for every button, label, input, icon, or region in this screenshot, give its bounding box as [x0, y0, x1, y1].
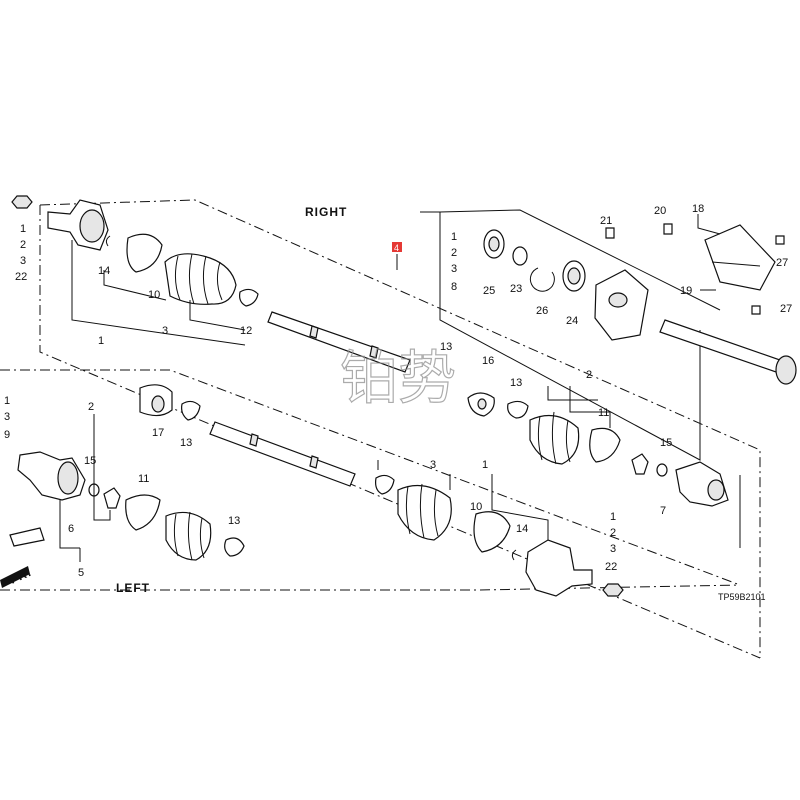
- callout-10: 10: [148, 289, 160, 301]
- callout-3: 3: [162, 325, 168, 337]
- inset-label-3: 3: [451, 263, 457, 275]
- callout-15-lower: 15: [660, 437, 672, 449]
- left-inner-joint-group: [0, 384, 356, 588]
- callout-7: 7: [660, 505, 666, 517]
- inset-label-2: 2: [451, 247, 457, 259]
- left-label-3: 3: [4, 411, 10, 423]
- callout-2-lower: 2: [586, 369, 592, 381]
- callout-10-lower: 10: [470, 501, 482, 513]
- callout-18: 18: [692, 203, 704, 215]
- callout-12: 12: [240, 325, 252, 337]
- callout-14-lower: 14: [516, 523, 528, 535]
- callout-23: 23: [510, 283, 522, 295]
- callout-2-left: 2: [88, 401, 94, 413]
- band-clamp: [126, 233, 163, 273]
- tripod: [103, 487, 121, 509]
- left-label-1: 1: [4, 395, 10, 407]
- bolt-icon: [605, 227, 615, 239]
- hex-nut-icon-lower: [602, 583, 624, 597]
- callout-15-left: 15: [84, 455, 96, 467]
- bottom-label-2: 2: [610, 527, 616, 539]
- callout-1-lower: 1: [482, 459, 488, 471]
- callout-21: 21: [600, 215, 612, 227]
- bottom-label-22: 22: [605, 561, 617, 573]
- left-callouts: 1 3 9 2 15 11 6 5 17 13 13: [4, 395, 240, 579]
- right-heading: RIGHT: [305, 205, 347, 219]
- callout-27-top: 27: [776, 257, 788, 269]
- nut-label-22: 22: [15, 271, 27, 283]
- fr-heading: FR.: [8, 565, 34, 587]
- highlight-marker: [392, 242, 402, 252]
- outer-cv-joint-lower: [525, 539, 593, 597]
- inset-callouts: 1 2 3 8 25 23 26 24 21 20 18 19 27 27: [451, 203, 792, 327]
- callout-13-left-bottom: 13: [228, 515, 240, 527]
- callout-11-left: 11: [138, 473, 149, 485]
- callout-11-lower: 11: [598, 407, 609, 419]
- left-label-9: 9: [4, 429, 10, 441]
- callout-19: 19: [680, 285, 692, 297]
- callout-4: 4: [394, 243, 399, 253]
- inset-label-8: 8: [451, 281, 457, 293]
- right-lower-group: [375, 392, 729, 597]
- cv-boot-lower: [397, 484, 452, 541]
- left-heading: LEFT: [116, 581, 150, 595]
- callout-25: 25: [483, 285, 495, 297]
- inset-label-1: 1: [451, 231, 457, 243]
- callout-13-left-top: 13: [180, 437, 192, 449]
- front-arrow-icon: [0, 566, 30, 588]
- frame-lines: [0, 199, 761, 659]
- callout-6: 6: [68, 523, 74, 535]
- nut-label-1: 1: [20, 223, 26, 235]
- heat-shield: [704, 224, 776, 291]
- drive-shaft-left: [209, 421, 356, 487]
- bearing-inset: [483, 223, 797, 385]
- bottom-label-1: 1: [610, 511, 616, 523]
- callout-5: 5: [78, 567, 84, 579]
- callout-27-bottom: 27: [780, 303, 792, 315]
- callout-3-lower: 3: [430, 459, 436, 471]
- callout-16: 16: [482, 355, 494, 367]
- callout-26: 26: [536, 305, 548, 317]
- hex-nut-icon: [11, 195, 33, 209]
- callout-13: 13: [440, 341, 452, 353]
- diagram-code: TP59B2101: [718, 592, 766, 602]
- callout-1: 1: [98, 335, 104, 347]
- right-lower-callouts: 13 2 11 15 7 3 1 10 14 1 2 3 22: [377, 369, 672, 573]
- drive-shaft-right-outer: [659, 319, 781, 373]
- callout-20: 20: [654, 205, 666, 217]
- right-outer-joint-group: [11, 195, 411, 373]
- callout-17: 17: [152, 427, 164, 439]
- right-upper-callouts: 1 2 3 22 1 4 10 3 1 12 13 16: [15, 223, 494, 367]
- callout-24: 24: [566, 315, 578, 327]
- cv-boot: [164, 253, 237, 305]
- bottom-label-3: 3: [610, 543, 616, 555]
- nut-label-3: 3: [20, 255, 26, 267]
- watermark-text: 铂势: [340, 344, 456, 412]
- callout-13-lower: 13: [510, 377, 522, 389]
- nut-label-2: 2: [20, 239, 26, 251]
